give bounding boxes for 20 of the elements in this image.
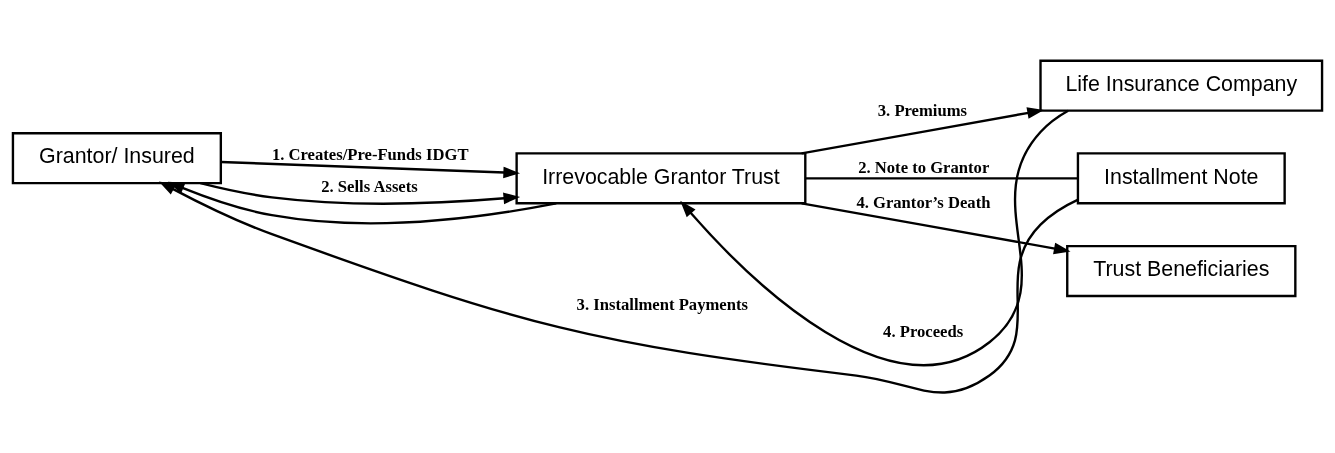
node-box: Irrevocable Grantor Trust	[515, 151, 807, 204]
edge-label: 2. Sells Assets	[321, 176, 418, 196]
node-box: Installment Note	[1076, 151, 1286, 204]
edge-label: 3. Installment Payments	[576, 294, 748, 314]
edge-label: 2. Note to Grantor	[858, 157, 990, 177]
arrow	[220, 160, 521, 178]
node-box: Trust Beneficiaries	[1066, 244, 1297, 297]
edge-label: 4. Proceeds	[883, 321, 964, 341]
arrow	[200, 181, 521, 205]
edge-label: 3. Premiums	[877, 100, 968, 120]
node-box: Life Insurance Company	[1039, 59, 1324, 112]
arrow	[680, 109, 1069, 365]
edge-label: 4. Grantor’s Death	[856, 192, 991, 212]
arrow	[801, 201, 1071, 254]
arrow	[801, 106, 1044, 155]
arrow	[167, 181, 557, 224]
connector	[805, 176, 1078, 180]
arrow	[158, 180, 1079, 394]
edge-label: 1. Creates/Pre-Funds IDGT	[271, 144, 469, 164]
node-box: Grantor/ Insured	[11, 131, 222, 184]
